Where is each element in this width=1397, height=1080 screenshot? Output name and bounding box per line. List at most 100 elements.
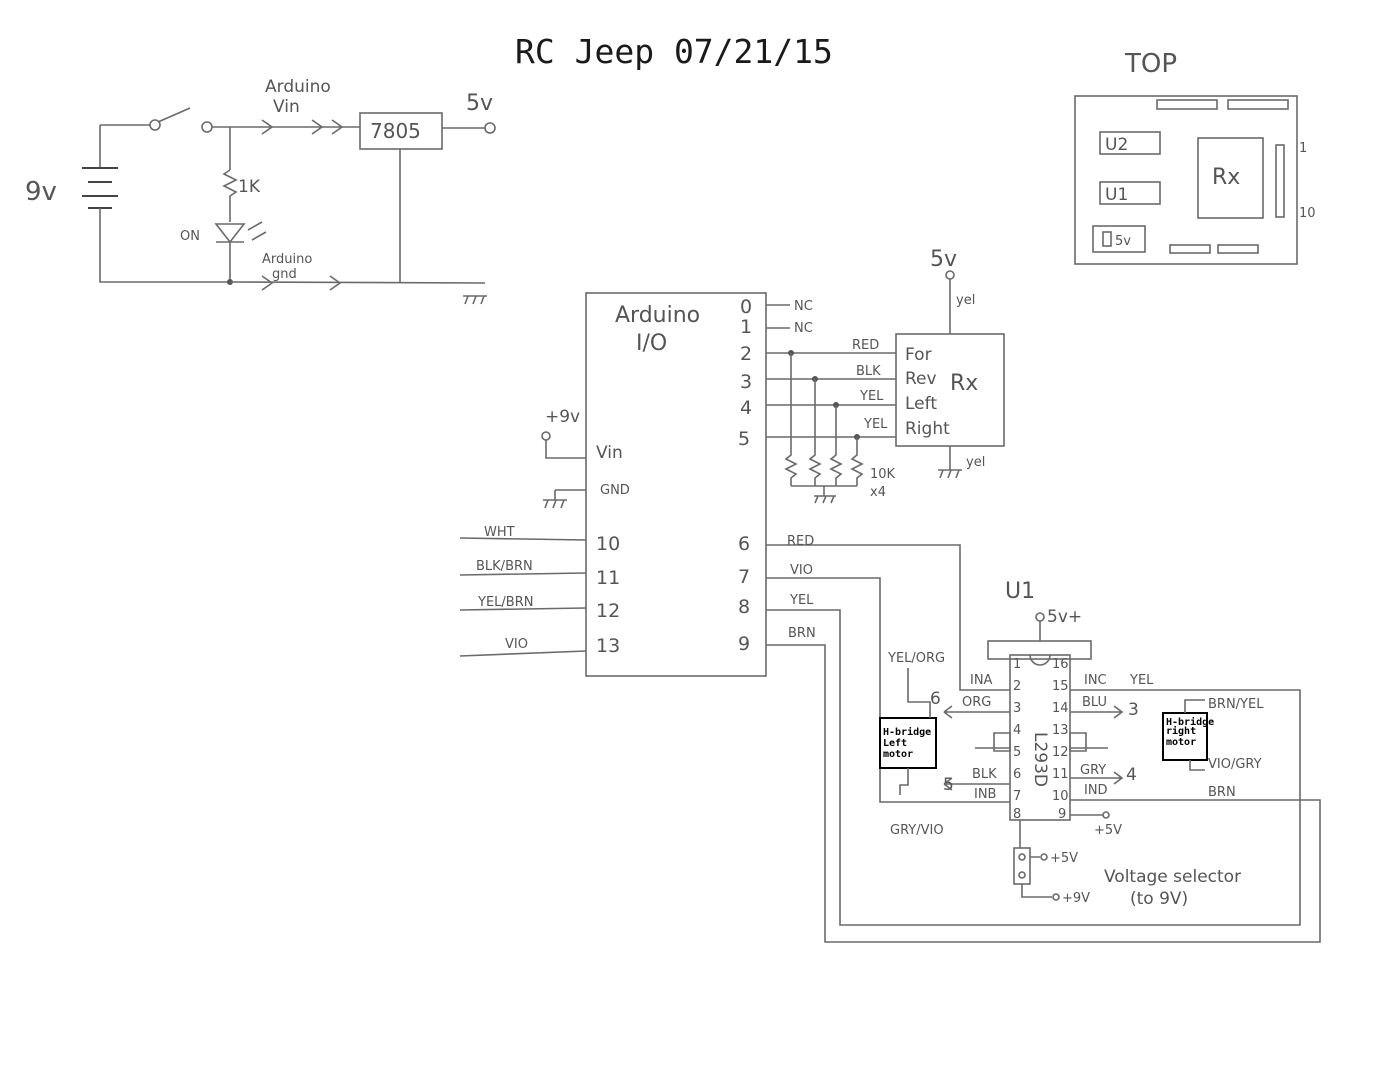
pin-1: 1 <box>740 316 752 338</box>
regulator-7805 <box>359 112 443 150</box>
u1-pin-2: 2 <box>1013 679 1021 694</box>
5v-output-label: 5v <box>466 91 493 116</box>
power-switch <box>100 107 213 133</box>
led-symbol <box>214 221 267 282</box>
wire-vio-label: VIO <box>505 637 528 652</box>
yel-org-label: YEL/ORG <box>887 651 945 666</box>
selector-label-2: (to 9V) <box>1130 889 1188 909</box>
pin-6: 6 <box>738 533 750 555</box>
arduino-vin-pin: Vin <box>596 443 623 463</box>
u1-pin-10: 10 <box>1052 789 1069 804</box>
rx-wire-red: RED <box>852 338 879 353</box>
lower-wire-red: RED <box>787 534 814 549</box>
l293d-label: L293D <box>1030 732 1050 787</box>
pin-11: 11 <box>596 567 620 589</box>
u1-pin-ref-4: 4 <box>1126 765 1137 785</box>
u1-pin-16: 16 <box>1052 657 1069 672</box>
u1-ind-color: BRN <box>1208 785 1236 800</box>
vio-gry-label: VIO/GRY <box>1208 757 1262 772</box>
selector-5v-label: +5V <box>1050 851 1078 866</box>
led-label: ON <box>180 229 200 244</box>
board-outline <box>1074 95 1298 265</box>
top-regulator <box>1092 225 1146 253</box>
pin-7: 7 <box>738 566 750 588</box>
u1-pin-8: 8 <box>1013 807 1021 822</box>
top-pin10-label: 10 <box>1299 206 1316 221</box>
rx-input-left: Left <box>905 394 937 414</box>
u1-pin-11: 11 <box>1052 767 1069 782</box>
top-pin1-label: 1 <box>1299 141 1307 156</box>
u1-blk-label: BLK <box>972 767 997 782</box>
left-motor-line-3: motor <box>883 749 913 760</box>
top-view-label: TOP <box>1124 49 1177 79</box>
gry-vio-label: GRY/VIO <box>890 823 944 838</box>
arduino-gnd-label-1: Arduino <box>262 252 312 267</box>
u1-supply-label: 5v+ <box>1047 607 1082 627</box>
pin-8: 8 <box>738 596 750 618</box>
u1-pin-4: 4 <box>1013 723 1021 738</box>
pin-12: 12 <box>596 600 620 622</box>
u1-pin-13: 13 <box>1052 723 1069 738</box>
rx-input-for: For <box>905 345 932 365</box>
arduino-ground-symbol <box>543 499 567 509</box>
u1-gry-label: GRY <box>1080 763 1106 778</box>
battery-symbol <box>82 125 230 283</box>
u1-pin-7: 7 <box>1013 789 1021 804</box>
resistor-label: 1K <box>238 177 261 197</box>
pin-0: 0 <box>740 296 752 318</box>
ground-symbol <box>463 295 487 305</box>
rx-label: Rx <box>950 371 978 396</box>
rx-ground-symbol <box>938 469 962 479</box>
pin-5: 5 <box>738 428 750 450</box>
arduino-gnd-pin: GND <box>600 483 630 498</box>
u1-pin-ref-5: 5 <box>943 775 954 795</box>
lower-wire-yel: YEL <box>789 593 814 608</box>
u1-org-label: ORG <box>962 695 991 710</box>
pulldown-label-2: x4 <box>870 485 886 500</box>
u1-blu-label: BLU <box>1082 695 1107 710</box>
top-rx-module <box>1197 137 1264 219</box>
arduino-title-1: Arduino <box>615 303 700 328</box>
u1-inc-label: INC <box>1084 673 1107 688</box>
rx-supply-label: 5v <box>930 247 957 272</box>
pin-4: 4 <box>740 397 752 419</box>
top-regulator-label: 5v <box>1115 234 1131 249</box>
receiver-block: 5v yel Rx For Rev Left Right yel RED BLK… <box>766 247 1005 504</box>
lower-wire-brn: BRN <box>788 626 816 641</box>
top-u1-label: U1 <box>1105 185 1128 205</box>
u1-ind-label: IND <box>1084 783 1108 798</box>
u1-ina-label: INA <box>970 673 993 688</box>
top-header-pins <box>1275 144 1285 218</box>
u1-pin-14: 14 <box>1052 701 1069 716</box>
top-view-layout: TOP U2 U1 Rx 1 10 5v <box>1074 49 1316 265</box>
arduino-vin-label-1: Arduino <box>265 77 331 97</box>
arduino-gnd-label-2: gnd <box>272 267 297 282</box>
arduino-title-2: I/O <box>636 331 667 356</box>
left-motor-line-1: H-bridge <box>883 726 931 738</box>
right-motor-line-2: right <box>1166 725 1196 737</box>
u1-inc-color: YEL <box>1129 673 1154 688</box>
u1-pin-ref-6: 6 <box>930 689 941 709</box>
plus9v-label: +9v <box>545 407 580 427</box>
h-bridge-left-box <box>879 717 937 769</box>
lower-wire-vio: VIO <box>790 563 813 578</box>
left-motor-line-2: Left <box>883 738 907 749</box>
u1-pin-12: 12 <box>1052 745 1069 760</box>
wire-blk-brn-label: BLK/BRN <box>476 559 533 574</box>
diagram-title: RC Jeep 07/21/15 <box>515 32 833 71</box>
wire-wht-label: WHT <box>484 525 515 540</box>
right-motor-line-1: H-bridge <box>1166 716 1214 728</box>
nc-label-0: NC <box>794 299 813 314</box>
nc-label-1: NC <box>794 321 813 336</box>
power-circuit: 9v Arduino Vin 7805 5v 1K ON <box>25 77 496 305</box>
pulldown-label-1: 10K <box>870 467 896 482</box>
rx-input-rev: Rev <box>905 369 937 389</box>
u1-pin-3: 3 <box>1013 701 1021 716</box>
pin-13: 13 <box>596 635 620 657</box>
battery-label: 9v <box>25 177 57 207</box>
rx-yel-bottom: yel <box>966 455 985 470</box>
selector-9v-label: +9V <box>1062 891 1090 906</box>
top-u2-label: U2 <box>1105 135 1128 155</box>
u1-inb-label: INB <box>974 787 996 802</box>
selector-label-1: Voltage selector <box>1104 867 1241 887</box>
